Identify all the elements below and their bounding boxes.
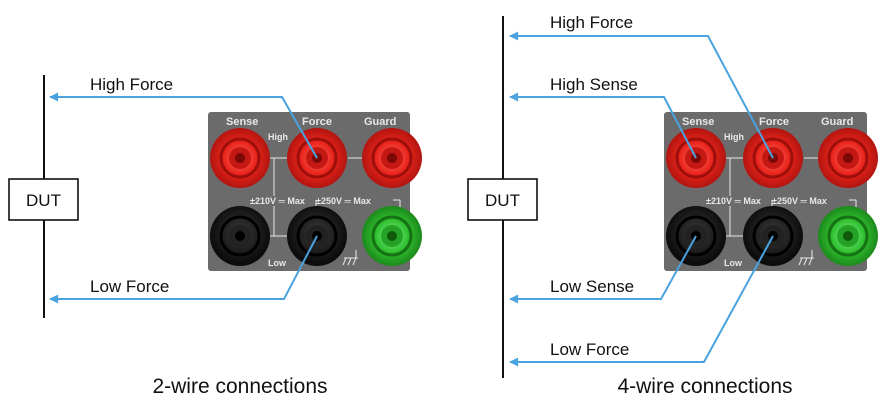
wire-label-low-sense: Low Sense	[550, 277, 634, 296]
high-force-wire	[49, 92, 318, 159]
column-label-guard: Guard	[821, 116, 853, 128]
four-wire-diagram: DUT Sense Force Guard High Low ±210V ═ M…	[467, 13, 878, 398]
row-label-high: High	[268, 132, 288, 142]
terminal-panel: Sense Force Guard High Low ±210V ═ Max ±…	[208, 112, 422, 271]
sense-low-terminal	[210, 206, 270, 266]
ground-terminal	[362, 206, 422, 266]
rating-250v: ±250V ═ Max	[316, 196, 371, 206]
row-label-low: Low	[724, 258, 743, 268]
wire-label-high-sense: High Sense	[550, 75, 638, 94]
low-sense-wire	[509, 235, 697, 304]
dut-label: DUT	[485, 191, 520, 210]
dut-box	[467, 178, 538, 221]
wire-label-high-force: High Force	[90, 75, 173, 94]
guard-terminal	[362, 128, 422, 188]
two-wire-diagram: DUT Sense Force Guard High Low ±210V ═ M…	[8, 75, 422, 398]
rating-250v: ±250V ═ Max	[772, 196, 827, 206]
wire-label-low-force: Low Force	[550, 340, 629, 359]
rating-210v: ±210V ═ Max	[706, 196, 761, 206]
column-label-sense: Sense	[226, 116, 258, 128]
low-force-wire	[509, 235, 774, 367]
column-label-force: Force	[759, 116, 789, 128]
guard-terminal	[818, 128, 878, 188]
dut-label: DUT	[26, 191, 61, 210]
column-label-guard: Guard	[364, 116, 396, 128]
caption-4-wire: 4-wire connections	[617, 375, 792, 398]
ground-icon	[798, 250, 814, 266]
dut-box	[8, 178, 79, 221]
row-label-high: High	[724, 132, 744, 142]
ground-icon	[342, 250, 358, 266]
ground-terminal	[818, 206, 878, 266]
rating-210v: ±210V ═ Max	[250, 196, 305, 206]
high-sense-wire	[509, 92, 697, 159]
wire-label-high-force: High Force	[550, 13, 633, 32]
sense-high-terminal	[210, 128, 270, 188]
caption-2-wire: 2-wire connections	[152, 375, 327, 398]
column-label-force: Force	[302, 116, 332, 128]
high-force-wire	[509, 31, 774, 159]
terminal-panel: Sense Force Guard High Low ±210V ═ Max ±…	[664, 112, 878, 271]
row-label-low: Low	[268, 258, 287, 268]
wire-label-low-force: Low Force	[90, 277, 169, 296]
column-label-sense: Sense	[682, 116, 714, 128]
low-force-wire	[49, 235, 318, 304]
